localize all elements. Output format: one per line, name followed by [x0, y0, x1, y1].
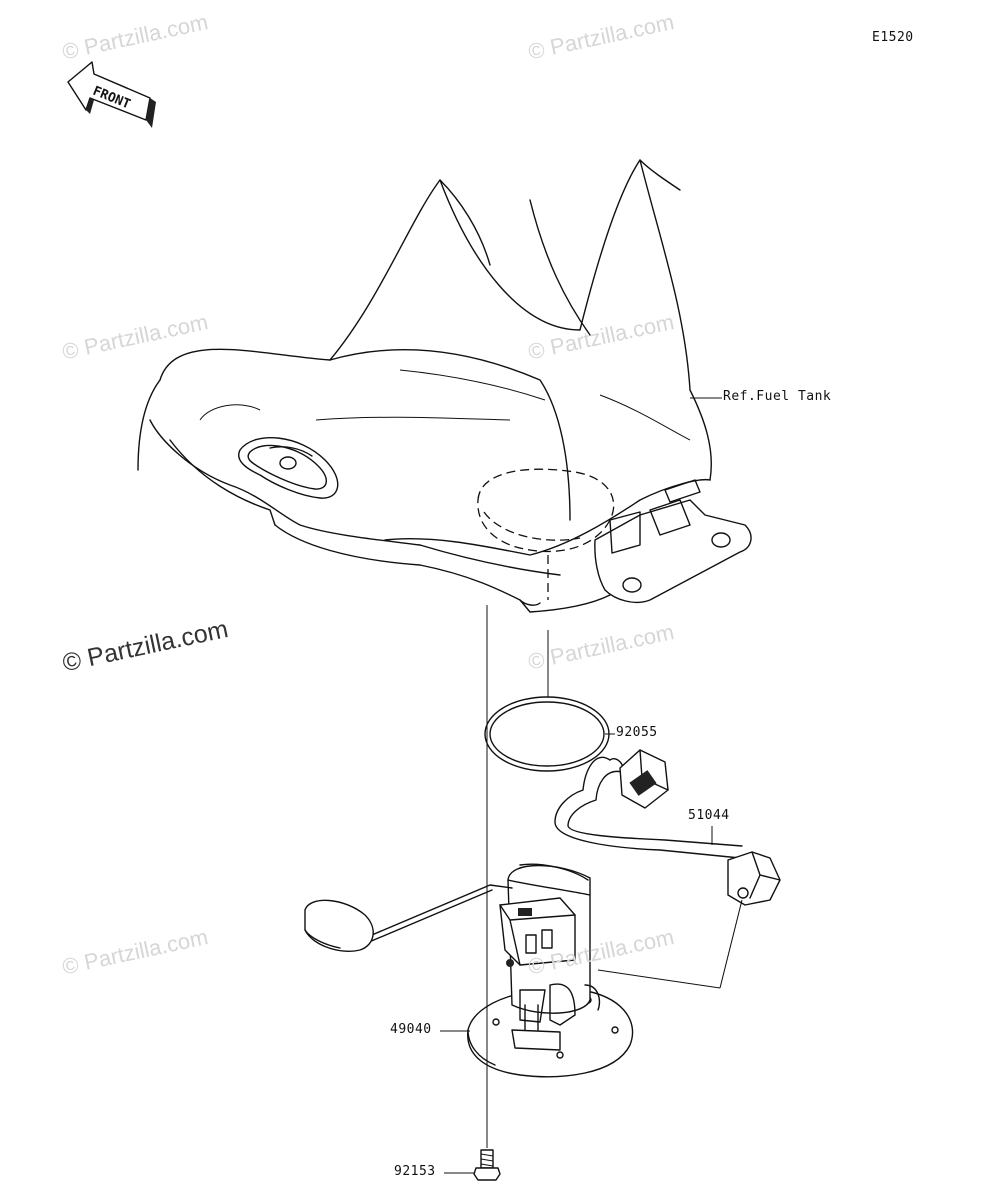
part-label-fuel-pump: 49040 [390, 1022, 432, 1037]
part-label-bolt: 92153 [394, 1164, 436, 1179]
diagram-code: E1520 [872, 30, 914, 45]
bolt [473, 1149, 501, 1181]
fuel-tank [137, 159, 752, 613]
fuel-hose [554, 749, 781, 906]
part-label-o-ring: 92055 [616, 725, 658, 740]
front-arrow-icon: FRONT [67, 61, 156, 128]
part-label-fuel-tank-ref: Ref.Fuel Tank [723, 389, 832, 404]
fuel-pump [304, 863, 634, 1078]
o-ring [484, 696, 610, 772]
part-label-hose: 51044 [688, 808, 730, 823]
